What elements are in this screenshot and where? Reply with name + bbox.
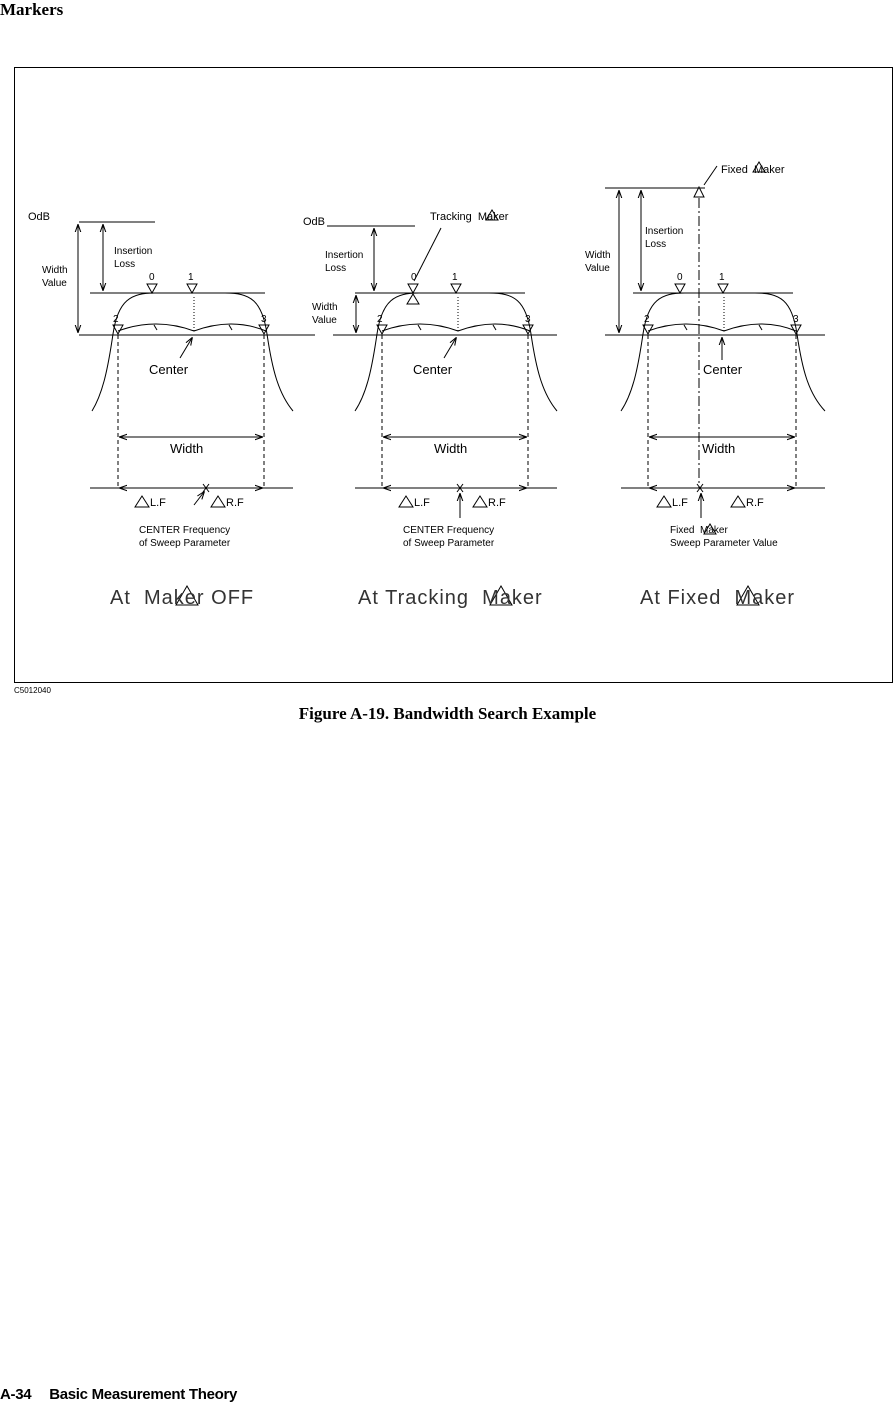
width-value-label-2: Value bbox=[585, 263, 610, 274]
width-value-label-1: Width bbox=[585, 250, 611, 261]
width-value-label-2: Value bbox=[312, 315, 337, 326]
page-footer: A-34 Basic Measurement Theory bbox=[0, 1386, 237, 1403]
left-freq-label: L.F bbox=[672, 497, 688, 509]
center-label: Center bbox=[703, 362, 743, 377]
footer-section: Basic Measurement Theory bbox=[49, 1386, 238, 1403]
right-freq-label: R.F bbox=[488, 497, 506, 509]
center-label: Center bbox=[149, 362, 189, 377]
reference-note-2: of Sweep Parameter bbox=[403, 538, 495, 549]
insertion-loss-label-2: Loss bbox=[645, 239, 666, 250]
left-freq-label: L.F bbox=[150, 497, 166, 509]
reference-note-1: CENTER Frequency bbox=[403, 525, 494, 536]
zero-db-label: OdB bbox=[303, 216, 325, 228]
insertion-loss-label-1: Insertion bbox=[645, 226, 683, 237]
width-label: Width bbox=[702, 441, 735, 456]
page-number: A-34 bbox=[0, 1386, 32, 1403]
bandwidth-diagram: OdB Width Value Insertion Loss 0 1 2 3 C… bbox=[28, 161, 826, 609]
marker-2: 2 bbox=[644, 314, 650, 325]
zero-db-label: OdB bbox=[28, 211, 50, 223]
marker-3: 3 bbox=[793, 314, 799, 325]
right-freq-label: R.F bbox=[226, 497, 244, 509]
marker-0: 0 bbox=[677, 272, 683, 283]
marker-2: 2 bbox=[113, 314, 119, 325]
section-header: Markers bbox=[0, 0, 64, 19]
insertion-loss-label-2: Loss bbox=[325, 263, 346, 274]
width-value-label-1: Width bbox=[42, 265, 68, 276]
reference-note-1: Fixed Maker bbox=[670, 525, 728, 536]
reference-note-2: of Sweep Parameter bbox=[139, 538, 231, 549]
panel-title: At Maker OFF bbox=[110, 587, 254, 609]
marker-2: 2 bbox=[377, 314, 383, 325]
bandwidth-search-figure: OdB Width Value Insertion Loss 0 1 2 3 C… bbox=[14, 67, 893, 683]
reference-note-2: Sweep Parameter Value bbox=[670, 538, 778, 549]
marker-1: 1 bbox=[452, 272, 458, 283]
width-value-label-2: Value bbox=[42, 278, 67, 289]
reference-note-1: CENTER Frequency bbox=[139, 525, 230, 536]
marker-1: 1 bbox=[188, 272, 194, 283]
width-label: Width bbox=[434, 441, 467, 456]
insertion-loss-label-1: Insertion bbox=[114, 246, 152, 257]
tracking-maker-label: Tracking Maker bbox=[430, 211, 509, 223]
marker-1: 1 bbox=[719, 272, 725, 283]
insertion-loss-label-2: Loss bbox=[114, 259, 135, 270]
marker-3: 3 bbox=[525, 314, 531, 325]
panel-title: At Fixed Maker bbox=[640, 587, 795, 609]
left-freq-label: L.F bbox=[414, 497, 430, 509]
insertion-loss-label-1: Insertion bbox=[325, 250, 363, 261]
marker-0: 0 bbox=[149, 272, 155, 283]
figure-caption: Figure A-19. Bandwidth Search Example bbox=[298, 704, 597, 723]
marker-0: 0 bbox=[411, 272, 417, 283]
center-label: Center bbox=[413, 362, 453, 377]
right-freq-label: R.F bbox=[746, 497, 764, 509]
panel-tracking-maker: OdB Insertion Loss Width Value Tracking … bbox=[303, 209, 558, 609]
fixed-maker-label: Fixed Maker bbox=[721, 164, 785, 176]
panel-maker-off: OdB Width Value Insertion Loss 0 1 2 3 C… bbox=[28, 211, 315, 609]
panel-fixed-maker: Width Value Insertion Loss Fixed Maker 0… bbox=[585, 161, 826, 609]
figure-id: C5012040 bbox=[14, 686, 51, 695]
width-value-label-1: Width bbox=[312, 302, 338, 313]
panel-title: At Tracking Maker bbox=[358, 587, 543, 609]
marker-3: 3 bbox=[261, 314, 267, 325]
width-label: Width bbox=[170, 441, 203, 456]
